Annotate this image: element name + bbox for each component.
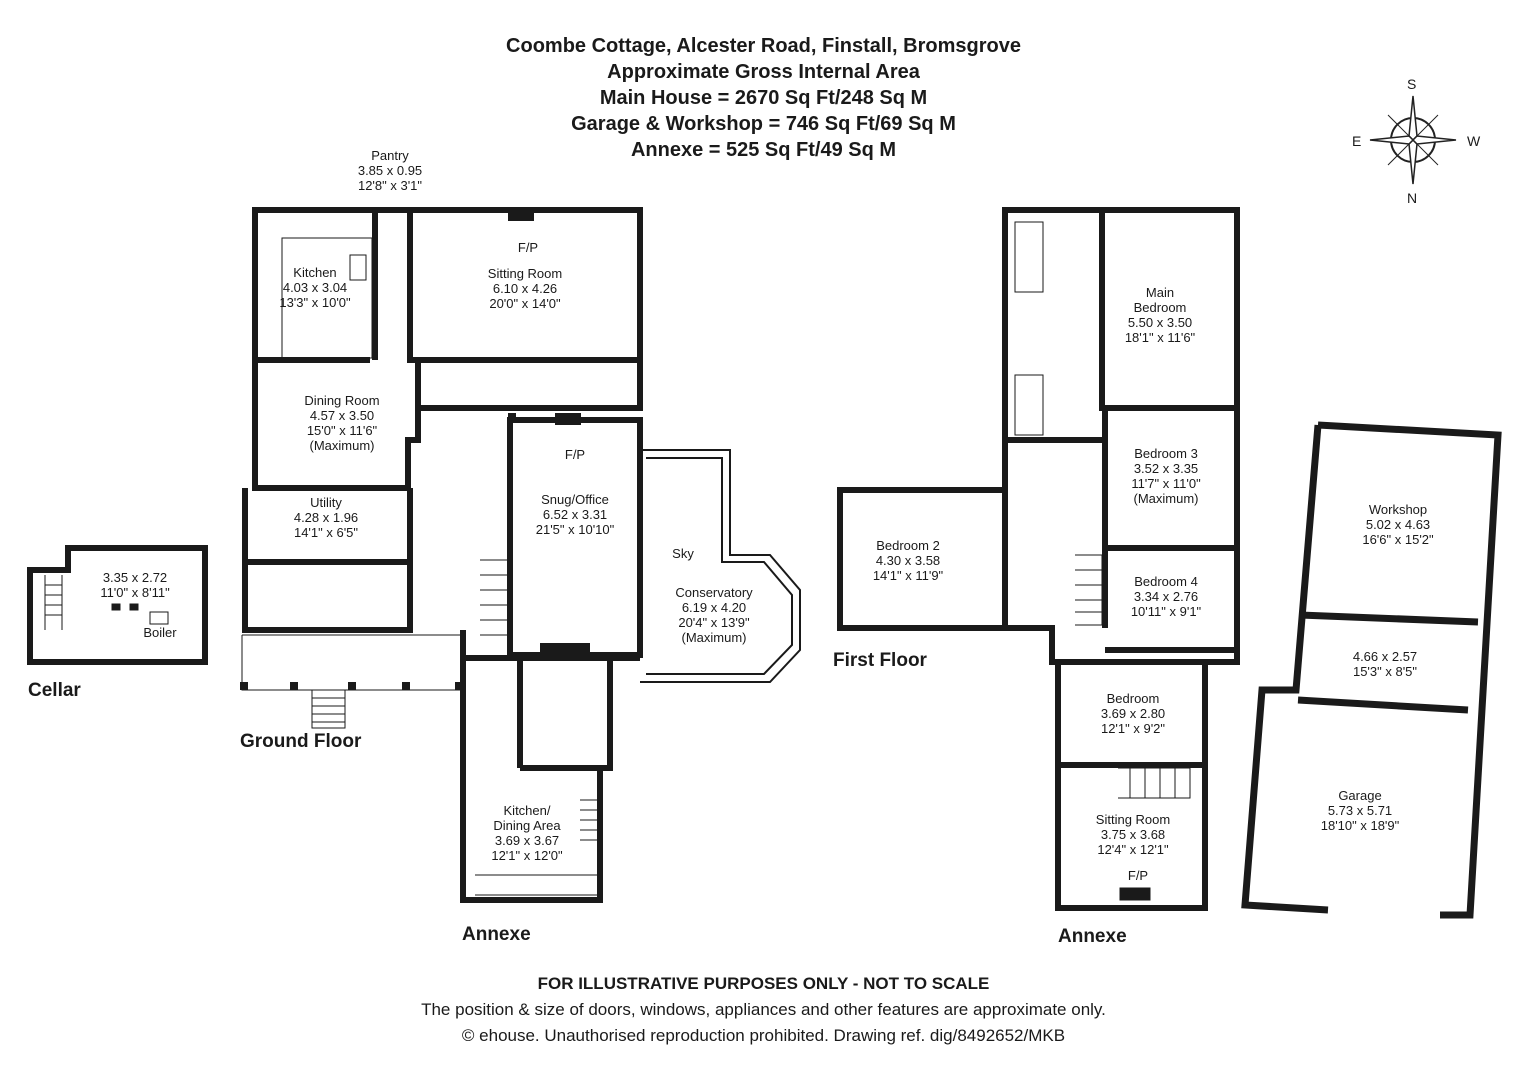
boiler-label: Boiler (143, 625, 177, 640)
annexe-sitting-fp-label: F/P (1127, 868, 1149, 883)
floor-label-first: First Floor (833, 650, 927, 671)
floor-label-annexe-ground: Annexe (462, 924, 531, 945)
area-main-house: Main House = 2670 Sq Ft/248 Sq M (599, 87, 928, 109)
annexe-first-walls (1055, 659, 1208, 911)
sitting-room-fp-label: F/P (517, 240, 539, 255)
floor-label-cellar: Cellar (28, 680, 81, 701)
footer-note: The position & size of doors, windows, a… (421, 1000, 1106, 1019)
footer-disclaimer: FOR ILLUSTRATIVE PURPOSES ONLY - NOT TO … (537, 974, 990, 993)
compass-north-label: N (1407, 190, 1418, 206)
area-garage-workshop: Garage & Workshop = 746 Sq Ft/69 Sq M (571, 113, 956, 135)
compass-icon (1360, 78, 1470, 208)
cellar-walls (27, 545, 208, 665)
floor-label-ground: Ground Floor (240, 731, 362, 752)
compass-west-label: W (1467, 133, 1481, 149)
sky-label: Sky (672, 546, 694, 561)
ground-floor-walls (242, 207, 643, 903)
plan-title: Coombe Cottage, Alcester Road, Finstall,… (506, 35, 1021, 57)
footer-copyright: © ehouse. Unauthorised reproduction proh… (461, 1026, 1066, 1045)
compass-south-label: S (1407, 76, 1417, 92)
plan-subtitle: Approximate Gross Internal Area (607, 61, 920, 83)
compass-east-label: E (1352, 133, 1362, 149)
first-floor-walls (837, 207, 1240, 665)
snug-fp-label: F/P (564, 447, 586, 462)
garage-workshop-walls (1241, 421, 1502, 919)
floor-label-annexe-first: Annexe (1058, 926, 1127, 947)
area-annexe: Annexe = 525 Sq Ft/49 Sq M (630, 139, 897, 161)
